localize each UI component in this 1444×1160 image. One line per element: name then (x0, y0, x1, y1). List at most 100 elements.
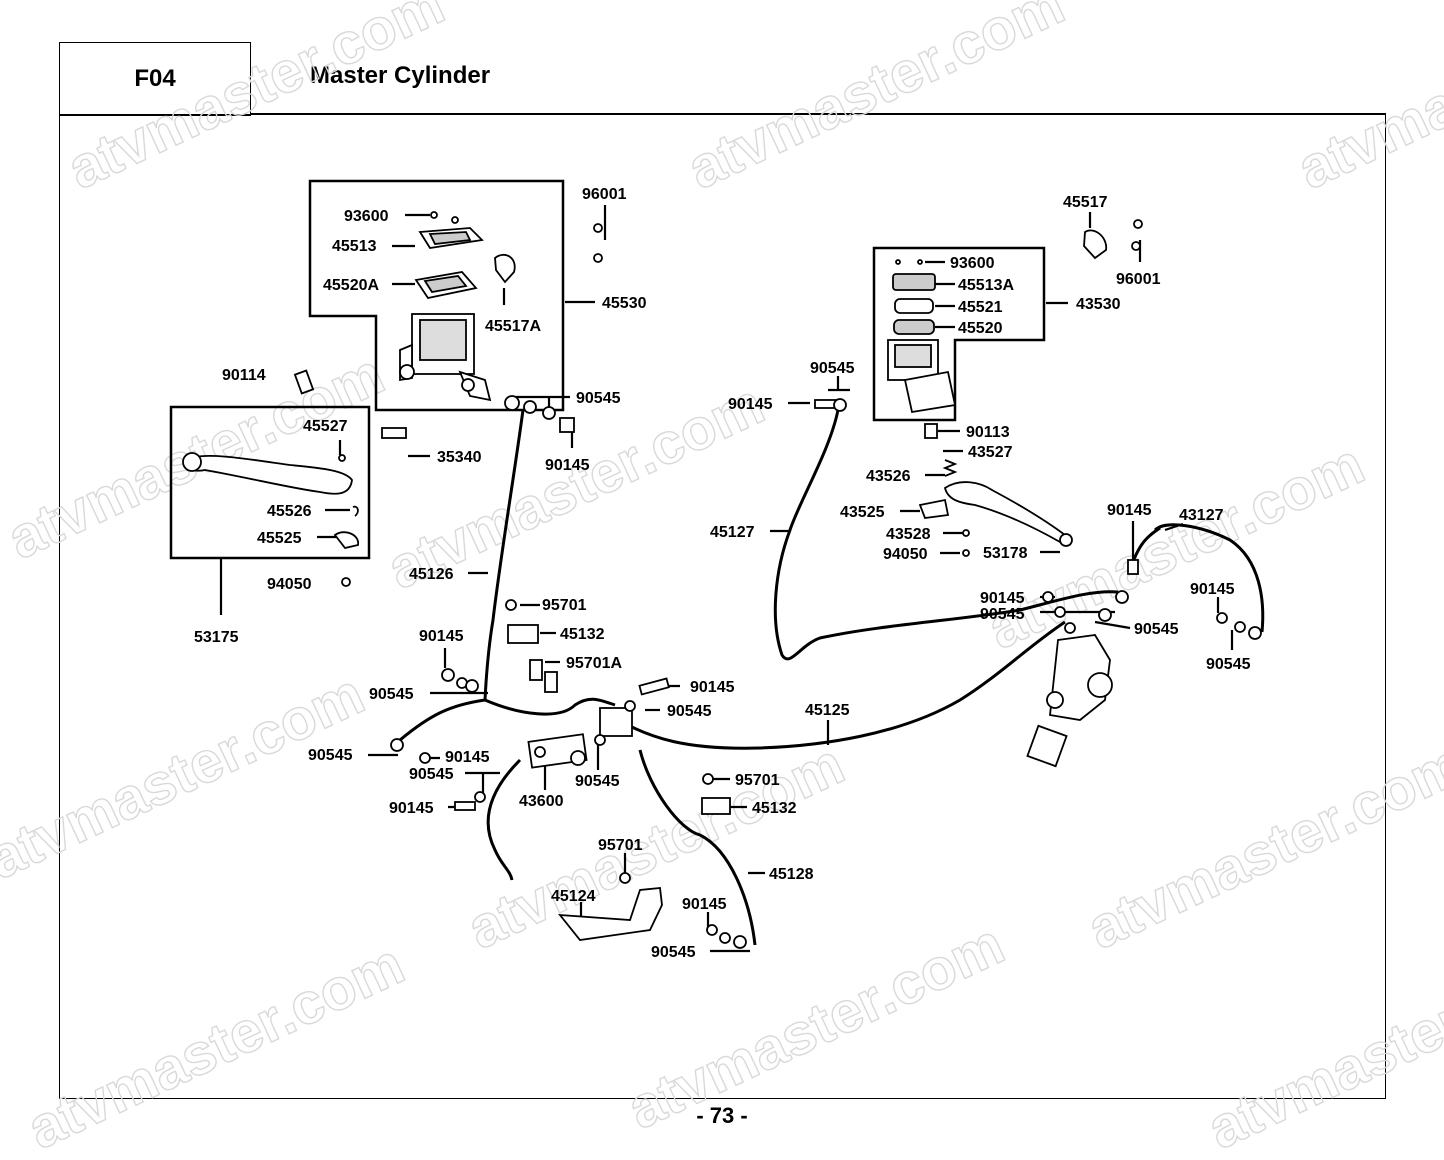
fitting-90145-mid (624, 677, 670, 712)
svg-text:atvmaster.com: atvmaster.com (678, 0, 1074, 202)
rear-master-cylinder (887, 339, 957, 414)
part-label: 43525 (840, 504, 885, 521)
part-label: 90545 (308, 747, 353, 764)
part-label: 90145 (1190, 581, 1235, 598)
svg-text:atvmaster.com: atvmaster.com (58, 0, 454, 202)
part-label: 45128 (769, 866, 814, 883)
banjo-fittings-top (504, 395, 575, 433)
part-label: 45526 (267, 503, 312, 520)
part-label: 45132 (560, 626, 605, 643)
fittings-right-side (1042, 559, 1262, 640)
bracket-45124 (558, 887, 663, 941)
part-label: 94050 (883, 546, 928, 563)
left-fittings (390, 668, 486, 811)
part-label: 90545 (1134, 621, 1179, 638)
part-label: 45520A (323, 277, 379, 294)
part-label: 96001 (582, 186, 627, 203)
fittings-95701A (529, 659, 558, 693)
clamp-45517 (1083, 229, 1107, 260)
bolts-96001 (593, 223, 603, 263)
part-label: 90545 (369, 686, 414, 703)
part-label: 95701A (566, 655, 622, 672)
part-label: 43530 (1076, 296, 1121, 313)
bolts-96001b (1131, 219, 1143, 251)
part-label: 90545 (980, 606, 1025, 623)
part-label: 90114 (222, 367, 266, 384)
part-label: 96001 (1116, 271, 1161, 288)
spring-43526 (942, 459, 958, 477)
part-label: 90145 (389, 800, 434, 817)
part-label: 45527 (303, 418, 348, 435)
header-title-box (250, 113, 1386, 115)
part-label: 45124 (551, 888, 596, 905)
bolts-95701 (505, 599, 714, 884)
part-label: 90145 (545, 457, 590, 474)
page-number: - 73 - (696, 1103, 748, 1128)
part-label: 45525 (257, 530, 302, 547)
brake-lever-left (182, 452, 353, 495)
part-label: 35340 (437, 449, 482, 466)
part-label: 90145 (690, 679, 735, 696)
brake-lines (399, 409, 1265, 946)
part-label: 90145 (728, 396, 773, 413)
fittings-bottom (706, 924, 747, 949)
part-label: 90545 (810, 360, 855, 377)
part-label: 45513A (958, 277, 1014, 294)
part-label: 45125 (805, 702, 850, 719)
master-cylinder-body (399, 313, 492, 402)
part-label: 94050 (267, 576, 312, 593)
part-label: 95701 (598, 837, 643, 854)
diaphragm (414, 271, 478, 300)
section-code: F04 (134, 65, 176, 92)
part-label: 90145 (445, 749, 490, 766)
hose-45125 (609, 620, 1066, 750)
distribution-block-43600 (527, 707, 633, 769)
screws-93600 (430, 211, 459, 224)
bolt-90113 (924, 423, 938, 439)
hose-43127 (1153, 523, 1265, 633)
rear-cap-45513A (892, 273, 936, 291)
hose-45126-b (399, 698, 486, 742)
hose-45126 (483, 409, 525, 701)
part-labels: 93600 45513 45520A 45517A 45530 96001 90… (194, 186, 1251, 961)
part-label: 53175 (194, 629, 239, 646)
part-label: 45127 (710, 524, 755, 541)
part-label: 43527 (968, 444, 1013, 461)
bolt-90114 (293, 369, 315, 395)
part-label: 43526 (866, 468, 911, 485)
rear-screws-93600 (895, 259, 923, 265)
part-label: 53178 (983, 545, 1028, 562)
components (182, 211, 1262, 949)
part-label: 95701 (542, 597, 587, 614)
part-label: 45520 (958, 320, 1003, 337)
fittings-90545-top-right (814, 398, 847, 412)
part-label: 90545 (409, 766, 454, 783)
part-label: 90145 (419, 628, 464, 645)
part-label: 43600 (519, 793, 564, 810)
rear-master-assembly (1026, 634, 1113, 768)
plate-45525 (333, 531, 359, 550)
svg-text:atvmaster.com: atvmaster.com (1198, 931, 1444, 1160)
svg-text:atvmaster.com: atvmaster.com (1288, 0, 1444, 202)
part-label: 90145 (1107, 502, 1152, 519)
svg-text:atvmaster.com: atvmaster.com (0, 661, 374, 892)
part-label: 45517 (1063, 194, 1108, 211)
part-label: 43127 (1179, 507, 1224, 524)
part-label: 45126 (409, 566, 454, 583)
part-label: 45521 (958, 299, 1003, 316)
reservoir-cap (418, 227, 484, 249)
master-cylinder-kit-box (308, 179, 565, 412)
hose-left-lower (486, 758, 522, 881)
part-label: 90545 (1206, 656, 1251, 673)
hose-45128 (638, 749, 757, 946)
part-label: 90545 (651, 944, 696, 961)
pipe-center (484, 697, 616, 716)
part-label: 45530 (602, 295, 647, 312)
part-label: 90545 (575, 773, 620, 790)
part-label: 95701 (735, 772, 780, 789)
lever-kit-box (169, 405, 371, 560)
diagram-frame (59, 114, 1386, 1099)
switch-35340 (381, 427, 407, 439)
part-label: 93600 (344, 208, 389, 225)
